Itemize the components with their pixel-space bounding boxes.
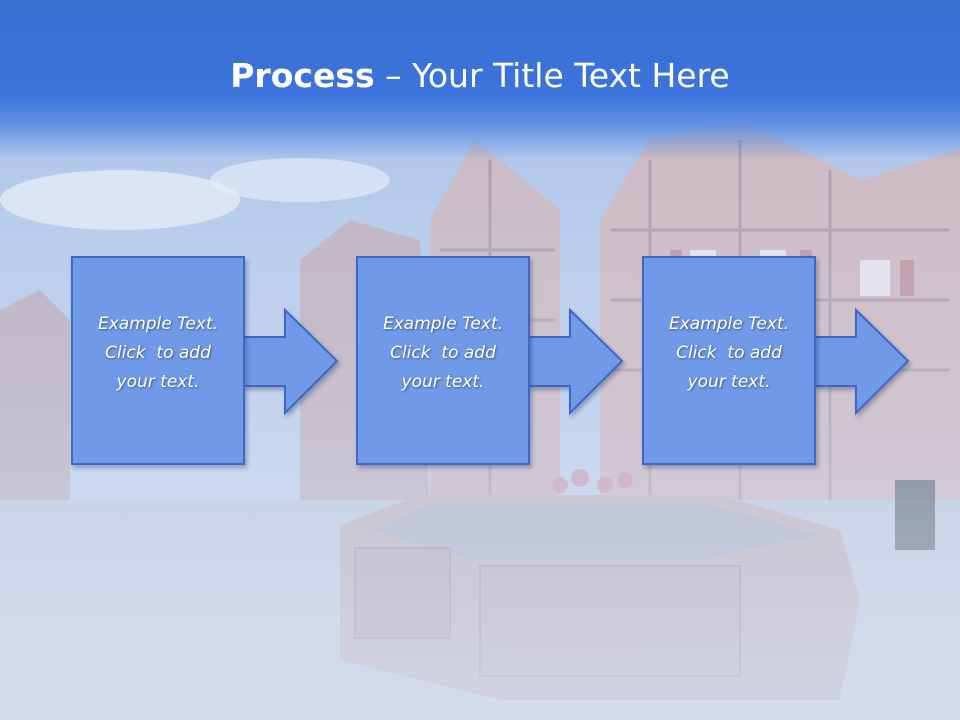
step-3-line-1: Example Text.: [668, 314, 790, 334]
step-box-1[interactable]: [71, 256, 245, 465]
step-2-line-1: Example Text.: [382, 314, 504, 334]
step-box-2[interactable]: [356, 256, 530, 465]
arrow-step-1[interactable]: [242, 307, 339, 416]
step-text-2[interactable]: Example Text. Click to add your text.: [357, 310, 529, 397]
step-1-line-3: your text.: [116, 372, 200, 392]
title-rest-text: – Your Title Text Here: [374, 56, 730, 95]
step-text-1[interactable]: Example Text. Click to add your text.: [72, 310, 244, 397]
step-1-line-1: Example Text.: [97, 314, 219, 334]
arrow-step-3[interactable]: [813, 307, 910, 416]
step-1-line-2: Click to add: [105, 343, 211, 363]
arrow-step-2[interactable]: [528, 307, 624, 416]
title-bold-text: Process: [230, 56, 375, 95]
slide-title[interactable]: Process – Your Title Text Here: [0, 54, 960, 98]
step-text-3[interactable]: Example Text. Click to add your text.: [643, 310, 815, 397]
step-3-line-3: your text.: [687, 372, 771, 392]
title-banner: [0, 0, 960, 160]
step-2-line-3: your text.: [401, 372, 485, 392]
step-3-line-2: Click to add: [676, 343, 782, 363]
step-box-3[interactable]: [642, 256, 816, 465]
step-2-line-2: Click to add: [390, 343, 496, 363]
